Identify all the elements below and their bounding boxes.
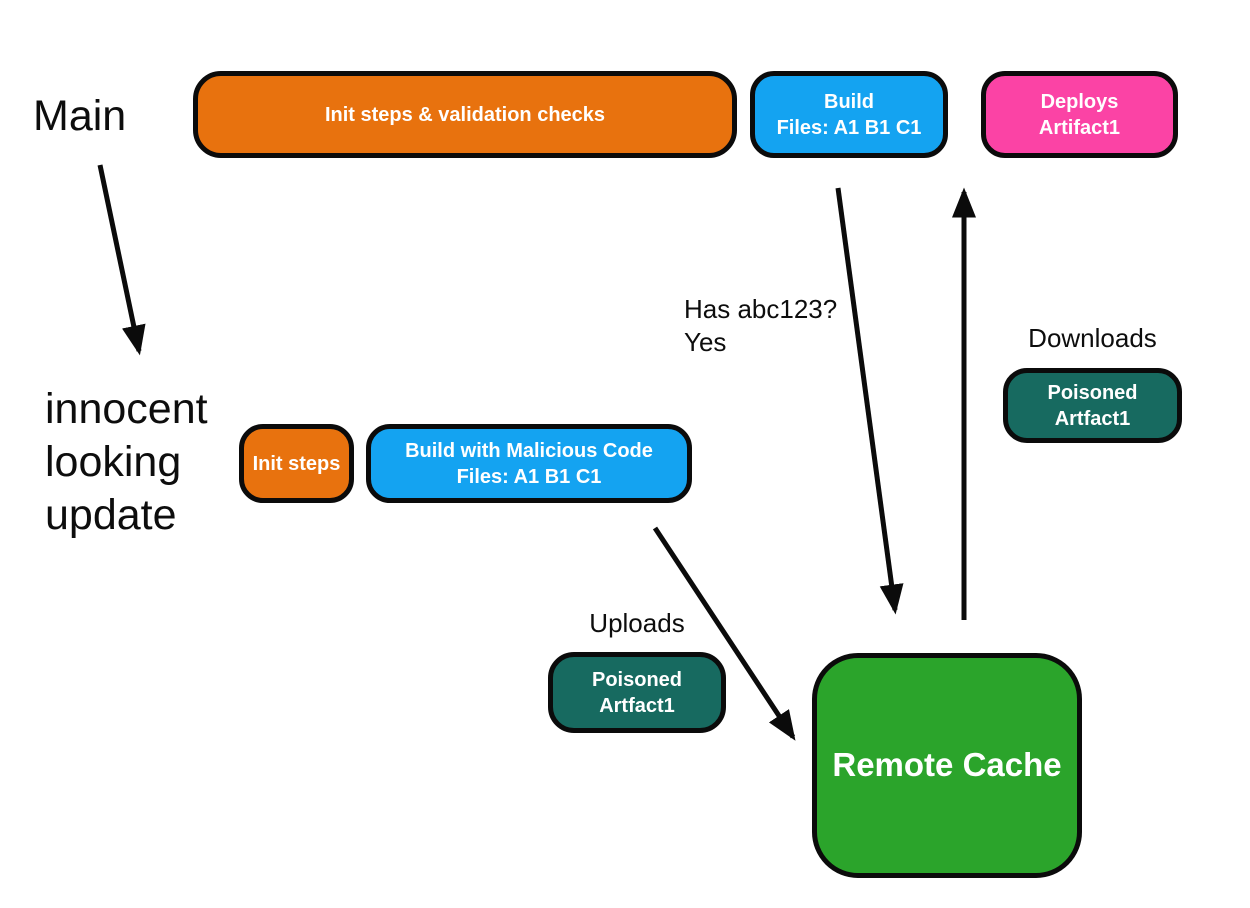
innocent-update-line1: innocent <box>45 385 208 433</box>
node-label: Init steps & validation checks <box>324 103 606 126</box>
node-label-line1: Build with Malicious Code <box>405 439 653 462</box>
node-label: Remote Cache <box>832 746 1062 784</box>
node-label-line2: Files: A1 B1 C1 <box>456 465 602 488</box>
arrow-main-to-update <box>97 164 146 356</box>
has-hash-answer: Yes <box>684 327 727 357</box>
innocent-update-line2: looking <box>45 438 182 486</box>
node-label-line2: Artifact1 <box>1038 116 1121 139</box>
node-label-line1: Deploys <box>1040 90 1119 113</box>
node-deploys-artifact1: Deploys Artifact1 <box>981 71 1178 158</box>
node-build: Build Files: A1 B1 C1 <box>750 71 948 158</box>
node-label: Init steps <box>252 452 341 475</box>
uploads-label: Uploads <box>589 608 685 638</box>
node-label-line1: Poisoned <box>1047 381 1138 404</box>
node-label-line1: Poisoned <box>591 668 682 691</box>
node-label-line2: Files: A1 B1 C1 <box>776 116 922 139</box>
node-label-line2: Artfact1 <box>599 694 675 717</box>
node-build-with-malicious-code: Build with Malicious Code Files: A1 B1 C… <box>366 424 692 503</box>
node-label-line1: Build <box>824 90 874 113</box>
has-hash-label: Has abc123? Yes <box>684 293 837 359</box>
innocent-update-line3: update <box>45 491 177 539</box>
node-poisoned-artifact-uploaded: Poisoned Artfact1 <box>548 652 726 733</box>
node-init-steps-validation-checks: Init steps & validation checks <box>193 71 737 158</box>
node-init-steps: Init steps <box>239 424 354 503</box>
node-label-line2: Artfact1 <box>1054 407 1131 430</box>
main-branch-label: Main <box>33 92 127 140</box>
innocent-update-label: innocent looking update <box>45 383 208 542</box>
node-poisoned-artifact-downloaded: Poisoned Artfact1 <box>1003 368 1182 443</box>
downloads-label: Downloads <box>1028 323 1157 353</box>
node-remote-cache: Remote Cache <box>812 653 1082 878</box>
has-hash-question: Has abc123? <box>684 294 838 324</box>
arrow-build-to-remote-cache <box>835 187 904 615</box>
